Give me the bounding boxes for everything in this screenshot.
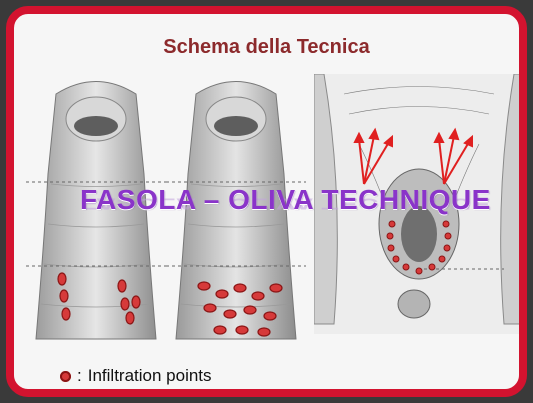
legend-label: Infiltration points	[88, 366, 212, 386]
legend-separator: :	[77, 366, 82, 386]
legend: : Infiltration points	[60, 366, 212, 386]
slide-title: Schema della Tecnica	[14, 36, 519, 59]
infiltration-point-icon	[60, 371, 71, 382]
technique-overlay-title: FASOLA – OLIVA TECHNIQUE	[80, 184, 491, 216]
slide-frame: Schema della Tecnica	[6, 6, 527, 397]
